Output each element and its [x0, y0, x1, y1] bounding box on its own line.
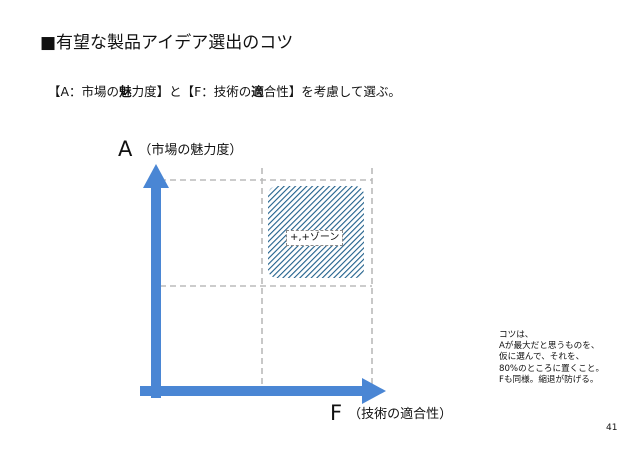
subtitle-part-1: 【A：市場の — [48, 84, 120, 99]
slide-title: ■有望な製品アイデア選出のコツ — [40, 33, 294, 53]
f-axis-arrowhead — [362, 378, 386, 404]
zone-label: +,+ゾーン — [286, 230, 344, 246]
a-axis-arrowhead — [143, 164, 169, 188]
subtitle-bold-1: 魅 — [119, 84, 132, 99]
subtitle-part-3: 合性】を考慮して選ぶ。 — [263, 84, 401, 99]
page-number: 41 — [606, 423, 618, 433]
subtitle-bold-2: 適 — [251, 84, 264, 99]
axis-f-label: F （技術の適合性） — [330, 400, 452, 428]
tip-note-line: 80%のところに置くこと。 — [499, 363, 605, 374]
axis-a-letter: A — [118, 137, 133, 161]
tip-note-line: コツは、 — [499, 330, 534, 340]
subtitle-part-2: 力度】と【F：技術の — [131, 84, 252, 99]
slide-subtitle: 【A：市場の魅力度】と【F：技術の適合性】を考慮して選ぶ。 — [48, 84, 401, 100]
axis-f-letter: F — [330, 401, 343, 425]
tip-note-line: Fも同様。縮退が防げる。 — [499, 374, 599, 385]
f-axis-shaft — [140, 386, 364, 396]
axis-f-note: （技術の適合性） — [348, 407, 453, 422]
axis-a-note: （市場の魅力度） — [138, 143, 243, 158]
tip-note: コツは、 Aが最大だと思うものを、 仮に選んで、それを、 80%のところに置くこ… — [499, 330, 604, 386]
axes — [140, 164, 386, 404]
axis-a-label: A （市場の魅力度） — [118, 136, 242, 164]
a-axis-shaft — [151, 186, 161, 398]
grid-lines — [160, 168, 373, 392]
tip-note-line: Aが最大だと思うものを、 — [499, 341, 600, 352]
tip-note-line: 仮に選んで、それを、 — [499, 352, 585, 363]
